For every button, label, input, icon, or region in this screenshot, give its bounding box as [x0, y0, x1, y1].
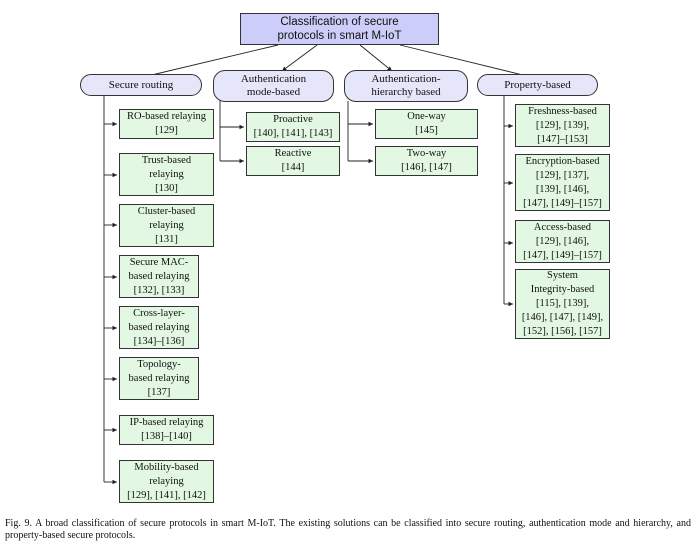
category-label: Property-based	[504, 78, 571, 91]
leaf-trust-based-relaying: Trust-based relaying [130]	[119, 153, 214, 196]
category-secure-routing: Secure routing	[80, 74, 202, 96]
leaf-line: Mobility-based	[134, 461, 199, 473]
leaf-line: based relaying	[128, 270, 190, 282]
leaf-line: [146], [147], [149],	[521, 312, 604, 323]
leaf-line: Cluster-based	[137, 205, 196, 217]
leaf-line: [129], [141], [142]	[127, 489, 206, 501]
leaf-line: IP-based relaying	[129, 417, 204, 428]
leaf-line: [152], [156], [157]	[523, 326, 602, 337]
category-label: Authentication	[240, 73, 307, 85]
leaf-cross-layer-relaying: Cross-layer- based relaying [134]–[136]	[119, 306, 199, 349]
leaf-system-integrity-based: System Integrity-based [115], [139], [14…	[515, 269, 610, 339]
leaf-line: Trust-based	[141, 154, 192, 166]
leaf-line: Encryption-based	[525, 155, 600, 167]
leaf-line: [129], [146],	[535, 235, 590, 247]
leaf-line: Integrity-based	[530, 284, 595, 295]
leaf-mobility-based-relaying: Mobility-based relaying [129], [141], [1…	[119, 460, 214, 503]
leaf-line: [131]	[155, 233, 178, 245]
leaf-line: based relaying	[128, 321, 190, 333]
leaf-encryption-based: Encryption-based [129], [137], [139], [1…	[515, 154, 610, 211]
category-label: Authentication-	[371, 73, 441, 85]
leaf-proactive: Proactive [140], [141], [143]	[246, 112, 340, 142]
category-property-based: Property-based	[477, 74, 598, 96]
leaf-line: [145]	[415, 125, 438, 136]
leaf-line: [147]–[153]	[537, 133, 588, 145]
leaf-line: based relaying	[128, 372, 190, 384]
leaf-line: Two-way	[406, 148, 447, 159]
leaf-secure-mac-relaying: Secure MAC- based relaying [132], [133]	[119, 255, 199, 298]
leaf-line: [129]	[155, 125, 178, 136]
leaf-ip-based-relaying: IP-based relaying [138]–[140]	[119, 415, 214, 445]
leaf-line: Proactive	[273, 114, 313, 125]
leaf-line: Freshness-based	[528, 105, 597, 117]
category-label-line-2: mode-based	[246, 86, 301, 98]
leaf-line: Secure MAC-	[129, 256, 189, 268]
root-title-line-1: Classification of secure	[280, 16, 399, 28]
leaf-reactive: Reactive [144]	[246, 146, 340, 176]
leaf-freshness-based: Freshness-based [129], [139], [147]–[153…	[515, 104, 610, 147]
leaf-line: [144]	[281, 162, 305, 173]
leaf-line: One-way	[407, 111, 446, 122]
leaf-line: [115], [139],	[536, 298, 589, 309]
figure-caption: Fig. 9. A broad classification of secure…	[5, 518, 691, 541]
leaf-line: [146], [147]	[401, 162, 452, 173]
leaf-line: [137]	[147, 386, 171, 398]
category-authentication-hierarchy: Authentication- hierarchy based	[344, 70, 468, 102]
leaf-cluster-based-relaying: Cluster-based relaying [131]	[119, 204, 214, 247]
leaf-line: Access-based	[533, 221, 592, 233]
leaf-line: [139], [146],	[535, 183, 590, 195]
leaf-line: [129], [137],	[535, 169, 590, 181]
leaf-line: [132], [133]	[133, 284, 185, 296]
leaf-line: Topology-	[137, 358, 181, 370]
leaf-ro-based-relaying: RO-based relaying [129]	[119, 109, 214, 139]
category-authentication-mode: Authentication mode-based	[213, 70, 334, 102]
leaf-line: relaying	[149, 219, 184, 231]
leaf-line: [134]–[136]	[133, 335, 185, 347]
category-label-line-2: hierarchy based	[371, 86, 441, 98]
leaf-line: Cross-layer-	[133, 307, 185, 319]
leaf-line: [147], [149]–[157]	[523, 197, 602, 209]
leaf-line: [129], [139],	[535, 119, 590, 131]
leaf-line: [130]	[155, 182, 178, 194]
leaf-line: Reactive	[274, 148, 312, 159]
leaf-line: [147], [149]–[157]	[523, 249, 602, 261]
leaf-line: [140], [141], [143]	[253, 128, 333, 139]
leaf-line: relaying	[149, 475, 184, 487]
leaf-access-based: Access-based [129], [146], [147], [149]–…	[515, 220, 610, 263]
leaf-line: relaying	[149, 168, 184, 180]
leaf-line: [138]–[140]	[141, 431, 192, 442]
leaf-line: System	[547, 270, 578, 281]
root-title-line-2: protocols in smart M-IoT	[277, 30, 402, 42]
leaf-topology-relaying: Topology- based relaying [137]	[119, 357, 199, 400]
leaf-two-way: Two-way [146], [147]	[375, 146, 478, 176]
root-box: Classification of secure protocols in sm…	[240, 13, 439, 45]
leaf-one-way: One-way [145]	[375, 109, 478, 139]
category-label: Secure routing	[108, 78, 174, 91]
leaf-line: RO-based relaying	[126, 111, 207, 122]
